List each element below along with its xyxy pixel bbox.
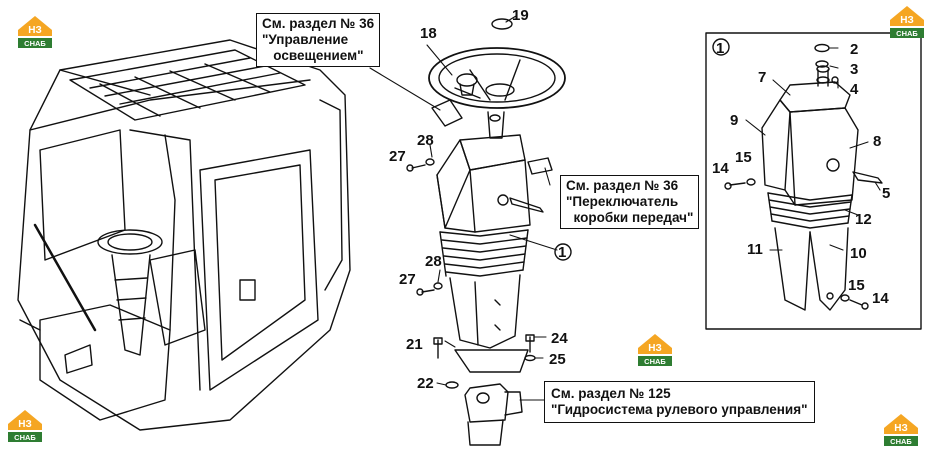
detail-part-5: 5: [882, 185, 890, 202]
svg-text:НЗ: НЗ: [900, 15, 914, 26]
part-18: 18: [420, 25, 437, 42]
detail-part-14-lower: 14: [872, 290, 889, 307]
cab-drawing: [17, 39, 351, 431]
part-25: 25: [549, 351, 566, 368]
steering-assembly-drawing: [406, 18, 566, 446]
part-24: 24: [551, 330, 568, 347]
logo-bottom-left: НЗ СНАБ: [4, 408, 46, 444]
svg-text:СНАБ: СНАБ: [14, 433, 36, 442]
part-27-upper: 27: [389, 148, 406, 165]
part-27-lower: 27: [399, 271, 416, 288]
part-19: 19: [512, 7, 529, 24]
svg-text:СНАБ: СНАБ: [644, 357, 666, 366]
part-22: 22: [417, 375, 434, 392]
part-28-upper: 28: [417, 132, 434, 149]
detail-part-10: 10: [850, 245, 867, 262]
svg-text:НЗ: НЗ: [648, 343, 662, 354]
svg-text:СНАБ: СНАБ: [890, 437, 912, 446]
part-28-lower: 28: [425, 253, 442, 270]
logo-top-right: НЗ СНАБ: [886, 4, 928, 40]
detail-part-12: 12: [855, 211, 872, 228]
svg-text:НЗ: НЗ: [18, 419, 32, 430]
detail-marker: 1: [716, 40, 724, 57]
logo-bottom-right: НЗ СНАБ: [880, 412, 922, 448]
part-21: 21: [406, 336, 423, 353]
detail-part-7: 7: [758, 69, 766, 86]
part-1: 1: [558, 244, 566, 261]
leader-lines: [369, 15, 558, 401]
detail-part-14-upper: 14: [712, 160, 729, 177]
detail-part-9: 9: [730, 112, 738, 129]
callout-gearbox: См. раздел № 36 "Переключатель коробки п…: [560, 175, 700, 229]
detail-part-numbers: 1 2 3 4 7 9 8 14 15 5 12 11 10 15 14: [712, 40, 890, 307]
logo-top-left: НЗ СНАБ: [14, 14, 56, 50]
callout-lighting: См. раздел № 36 "Управление освещением": [256, 13, 381, 67]
detail-box: [705, 32, 922, 330]
callout-hydraulic: См. раздел № 125 "Гидросистема рулевого …: [544, 381, 815, 423]
svg-text:СНАБ: СНАБ: [896, 29, 918, 38]
assembly-marker-circle: [554, 243, 572, 261]
detail-part-4: 4: [850, 81, 859, 98]
svg-text:СНАБ: СНАБ: [24, 39, 46, 48]
svg-text:НЗ: НЗ: [894, 423, 908, 434]
detail-part-8: 8: [873, 133, 881, 150]
detail-part-15-lower: 15: [848, 277, 865, 294]
detail-part-15-upper: 15: [735, 149, 752, 166]
part-numbers: 18 19 28 27 1 28 27 21 24 25 22: [389, 7, 568, 392]
svg-text:НЗ: НЗ: [28, 25, 42, 36]
logo-center: НЗ СНАБ: [634, 332, 676, 368]
detail-part-11: 11: [747, 241, 763, 258]
detail-part-3: 3: [850, 61, 858, 78]
detail-part-2: 2: [850, 41, 858, 58]
